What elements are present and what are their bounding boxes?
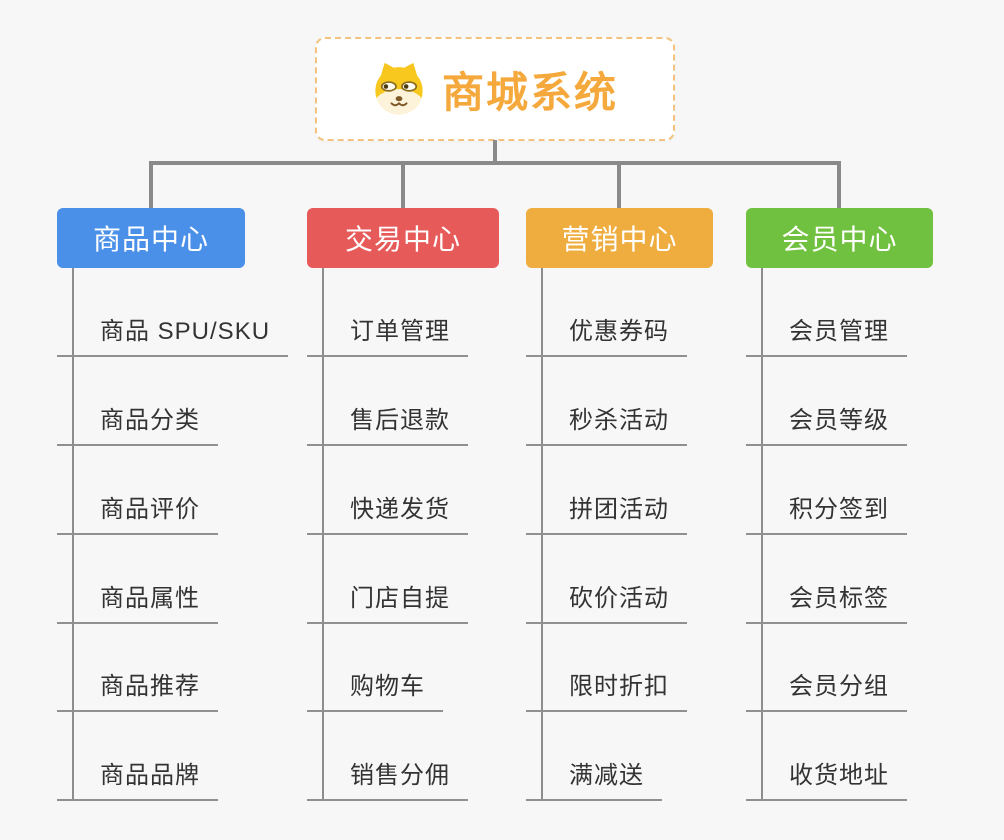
branch-node-member-center[interactable]: 会员中心 [746,208,933,268]
leaf-item[interactable]: 商品分类 [57,405,218,446]
root-node[interactable]: 商城系统 [315,37,675,141]
branch-label: 交易中心 [344,224,461,255]
leaf-item[interactable]: 砍价活动 [526,583,687,624]
leaf-item[interactable]: 满减送 [526,760,662,801]
leaf-item[interactable]: 购物车 [307,671,443,712]
leaf-item[interactable]: 门店自提 [307,583,468,624]
leaf-item[interactable]: 商品推荐 [57,671,218,712]
leaf-item[interactable]: 拼团活动 [526,494,687,535]
connector-drop-members [837,161,841,208]
leaf-item[interactable]: 订单管理 [307,316,468,357]
leaf-item[interactable]: 商品评价 [57,494,218,535]
leaf-item[interactable]: 积分签到 [746,494,907,535]
leaf-item[interactable]: 销售分佣 [307,760,468,801]
leaf-item[interactable]: 会员管理 [746,316,907,357]
root-title: 商城系统 [441,68,618,116]
leaf-item[interactable]: 商品 SPU/SKU [57,316,289,357]
doge-icon [375,62,423,115]
connector-root-drop [493,140,497,165]
leaf-item[interactable]: 秒杀活动 [526,405,687,446]
branch-node-marketing-center[interactable]: 营销中心 [526,208,713,268]
branch-label: 营销中心 [561,224,678,255]
branch-node-product-center[interactable]: 商品中心 [57,208,245,268]
leaf-item[interactable]: 限时折扣 [526,671,687,712]
leaf-item[interactable]: 收货地址 [746,760,907,801]
connector-horizontal [149,161,841,165]
leaf-item[interactable]: 商品属性 [57,583,218,624]
branch-label: 商品中心 [92,224,209,255]
leaf-item[interactable]: 优惠券码 [526,316,687,357]
leaf-item[interactable]: 售后退款 [307,405,468,446]
leaf-item[interactable]: 会员标签 [746,583,907,624]
leaf-item[interactable]: 商品品牌 [57,760,218,801]
leaf-item[interactable]: 会员等级 [746,405,907,446]
branch-label: 会员中心 [781,224,898,255]
leaf-item[interactable]: 会员分组 [746,671,907,712]
connector-drop-products [149,161,153,208]
connector-drop-marketing [617,161,621,208]
leaf-item[interactable]: 快递发货 [307,494,468,535]
connector-drop-trade [401,161,405,208]
branch-node-trade-center[interactable]: 交易中心 [307,208,499,268]
